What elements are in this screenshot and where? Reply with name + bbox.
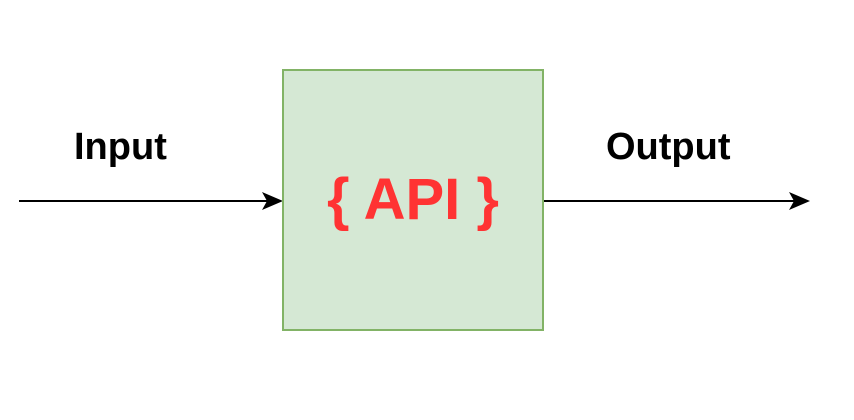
input-arrow bbox=[19, 192, 283, 210]
input-arrowhead-icon bbox=[262, 192, 283, 210]
api-label: { API } bbox=[327, 167, 499, 232]
output-arrow bbox=[544, 192, 810, 210]
input-label: Input bbox=[74, 126, 167, 168]
output-arrowhead-icon bbox=[789, 192, 810, 210]
output-label: Output bbox=[606, 126, 731, 168]
api-box: { API } bbox=[282, 69, 544, 331]
